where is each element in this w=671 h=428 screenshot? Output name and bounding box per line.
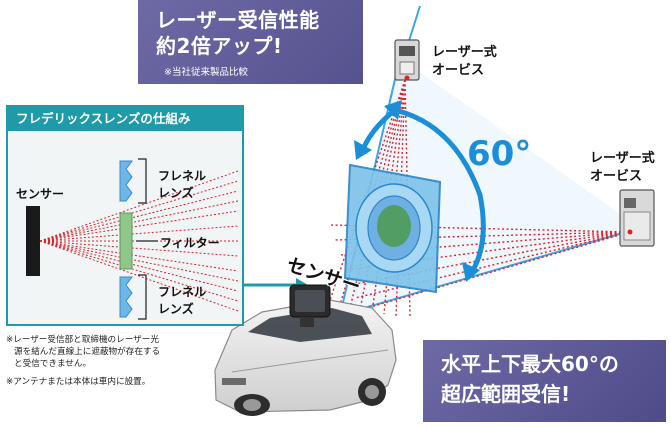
fresnel-lens-top: [119, 160, 133, 202]
angle-label: 60°: [467, 134, 532, 174]
orbis-right-label-1: レーザー式: [590, 151, 655, 166]
orbis-right-label-2: オービス: [590, 169, 643, 184]
fresnel-top-label-2: レンズ: [158, 186, 194, 200]
detector-device: [289, 284, 331, 327]
panel-title: フレデリックスレンズの仕組み: [8, 107, 242, 131]
fresnel-lens-bottom: [119, 276, 133, 318]
angle-arrowheads: [354, 100, 480, 282]
car-illustration: [214, 299, 397, 416]
fresnel-top-label-1: フレネル: [158, 169, 207, 183]
sensor-bar: [26, 206, 40, 276]
orbis-device-top: [394, 5, 421, 81]
range-banner-line-2: 超広範囲受信!: [441, 382, 571, 406]
banner-line-2: 約2倍アップ!: [156, 34, 283, 58]
label-brackets: [136, 158, 158, 320]
panel-beams: [39, 170, 239, 312]
filter-label: フィルター: [160, 236, 220, 250]
panel-sensor-label: センサー: [16, 187, 65, 201]
footnote-1-line-2: 源を結んだ直線上に遮蔽物が存在する: [14, 347, 161, 357]
orbis-top-label-2: オービス: [432, 63, 485, 78]
footnote-2: ※アンテナまたは本体は車内に設置。: [6, 377, 151, 387]
banner-note: ※当社従来製品比較: [164, 67, 248, 78]
range-banner-line-1: 水平上下最大60°の: [441, 352, 619, 376]
performance-banner: レーザー受信性能 約2倍アップ! ※当社従来製品比較: [138, 0, 363, 84]
lens-diagram: [26, 158, 239, 320]
orbis-device-right: [619, 189, 655, 247]
filter-bar: [119, 212, 133, 270]
fresnel-bottom-label-2: レンズ: [158, 302, 194, 316]
orbis-top-label-1: レーザー式: [432, 45, 497, 60]
lens-explanation-panel: フレデリックスレンズの仕組み: [6, 105, 244, 326]
footnote-1-line-3: と受信できません。: [14, 359, 92, 369]
footnote-1-line-1: ※レーザー受信部と取締機のレーザー光: [6, 335, 159, 345]
range-banner: 水平上下最大60°の 超広範囲受信!: [423, 340, 666, 422]
lens-panel: [343, 163, 442, 294]
banner-line-1: レーザー受信性能: [156, 8, 320, 32]
fresnel-bottom-label-1: フレネル: [158, 285, 207, 299]
